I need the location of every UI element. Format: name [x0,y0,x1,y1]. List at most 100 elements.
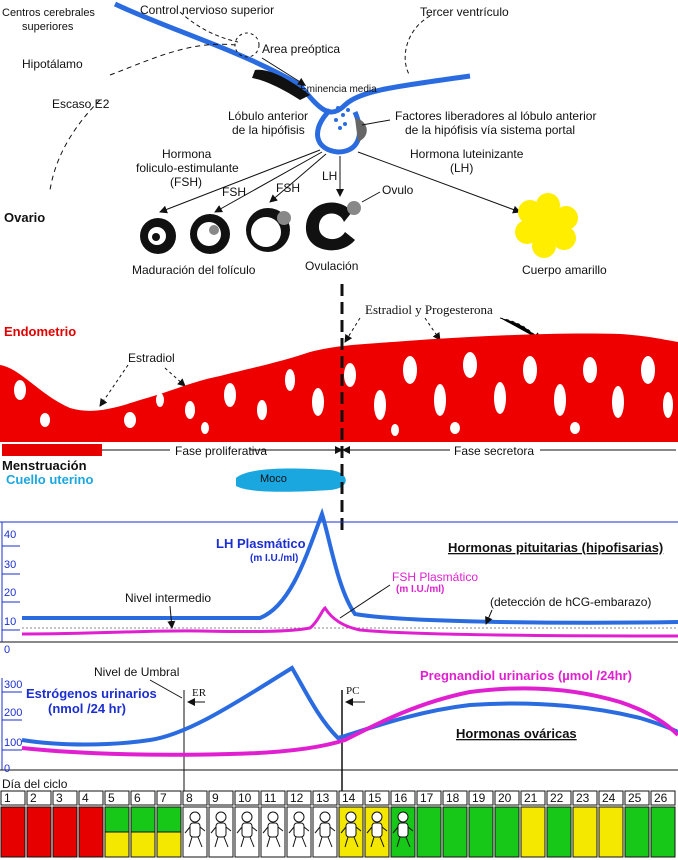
label-pregnandiol: Pregnandiol urinarios (µmol /24hr) [420,668,632,683]
axis-top-20: 20 [4,587,16,599]
label-fsh-title-2: foliculo-estimulante [136,161,239,175]
day-number: 10 [238,791,252,805]
label-ovulo: Ovulo [382,183,414,197]
label-factores-2: de la hipófisis vía sistema portal [405,123,575,137]
follicle-2 [190,214,230,254]
median-eminence [252,69,310,100]
axis-top: 40 30 20 10 0 [2,529,20,656]
day-21: 21 [520,790,546,858]
day-number: 1 [4,791,11,805]
label-eminencia: Eminencia media [300,84,377,95]
day-13: 13 [312,790,338,858]
day-number: 25 [628,791,642,805]
day-12: 12 [286,790,312,858]
day-22: 22 [546,790,572,858]
follicle-1 [140,218,176,254]
label-ovulacion: Ovulación [305,259,358,273]
day-6: 6 [130,790,156,858]
label-estrogenos-2: (nmol /24 hr) [48,701,126,716]
day-17: 17 [416,790,442,858]
label-centros-2: superiores [22,21,74,33]
day-23: 23 [572,790,598,858]
day-7: 7 [156,790,182,858]
label-lh-title-1: Hormona luteinizante [410,147,524,161]
label-lobulo-1: Lóbulo anterior [228,109,308,123]
axis-bottom: 300 200 100 0 [2,679,22,775]
day-number: 9 [212,791,219,805]
day-5: 5 [104,790,130,858]
pituitary [315,108,362,155]
day-number: 3 [56,791,63,805]
stalk-line [113,1,302,88]
label-control: Control nervioso superior [140,3,274,17]
label-escaso: Escaso E2 [52,97,110,111]
day-number: 15 [368,791,382,805]
day-11: 11 [260,790,286,858]
label-ovario: Ovario [4,210,45,225]
label-lh-title-2: (LH) [450,161,473,175]
axis-top-0: 0 [4,644,10,656]
day-number: 4 [82,791,89,805]
label-hormonas-ov: Hormonas ováricas [456,726,577,741]
baby-icon [340,811,362,848]
baby-icon [392,811,414,848]
day-number: 20 [498,791,512,805]
axis-bottom-0: 0 [4,763,10,775]
label-hormonas-pit: Hormonas pituitarias (hipofisarias) [448,540,663,555]
label-fsh-2: FSH [276,181,300,195]
portal-black [355,118,367,142]
day-number: 7 [160,791,167,805]
baby-icon [184,811,206,848]
day-3: 3 [52,790,78,858]
baby-icon [288,811,310,848]
label-cuello: Cuello uterino [6,472,93,487]
day-number: 5 [108,791,115,805]
day-number: 23 [576,791,590,805]
follicle-ovulation [305,201,361,251]
label-hipotalamo: Hipotálamo [22,57,83,71]
day-25: 25 [624,790,650,858]
day-8: 8 [182,790,208,858]
label-dia: Día del ciclo [2,777,68,791]
label-estrogenos-1: Estrógenos urinarios [26,686,157,701]
label-menstruacion: Menstruación [2,458,87,473]
day-number: 14 [342,791,356,805]
day-number: 2 [30,791,37,805]
day-2: 2 [26,790,52,858]
day-16: 16 [390,790,416,858]
day-number: 19 [472,791,486,805]
lh-curve [22,507,678,625]
axis-top-40: 40 [4,529,16,541]
label-fase-secret: Fase secretora [454,444,534,458]
label-moco: Moco [260,473,287,485]
label-nivel-umbral: Nivel de Umbral [94,665,179,679]
portal-dots [334,106,350,130]
label-centros-1: Centros cerebrales [2,7,95,19]
label-factores-1: Factores liberadores al lóbulo anterior [395,109,596,123]
day-18: 18 [442,790,468,858]
day-15: 15 [364,790,390,858]
baby-icon [314,811,336,848]
label-maduracion: Maduración del folículo [132,263,256,277]
label-estradiol: Estradiol [128,351,175,365]
label-tercer: Tercer ventrículo [420,5,509,19]
label-endometrio: Endometrio [4,324,76,339]
label-cuerpo: Cuerpo amarillo [522,263,607,277]
label-fsh-plasma-1: FSH Plasmático [392,570,478,584]
label-fsh-title-1: Hormona [162,147,212,161]
axis-top-10: 10 [4,616,16,628]
label-lh: LH [322,169,337,183]
label-fsh-1: FSH [222,185,246,199]
day-19: 19 [468,790,494,858]
day-24: 24 [598,790,624,858]
day-number: 22 [550,791,564,805]
label-lh-plasma-2: (m I.U./ml) [250,553,298,564]
day-number: 16 [394,791,408,805]
endometrium-glands [14,352,673,436]
day-1: 1 [0,790,26,858]
axis-bottom-300: 300 [4,679,22,691]
label-fase-prolif: Fase proliferativa [175,444,267,458]
